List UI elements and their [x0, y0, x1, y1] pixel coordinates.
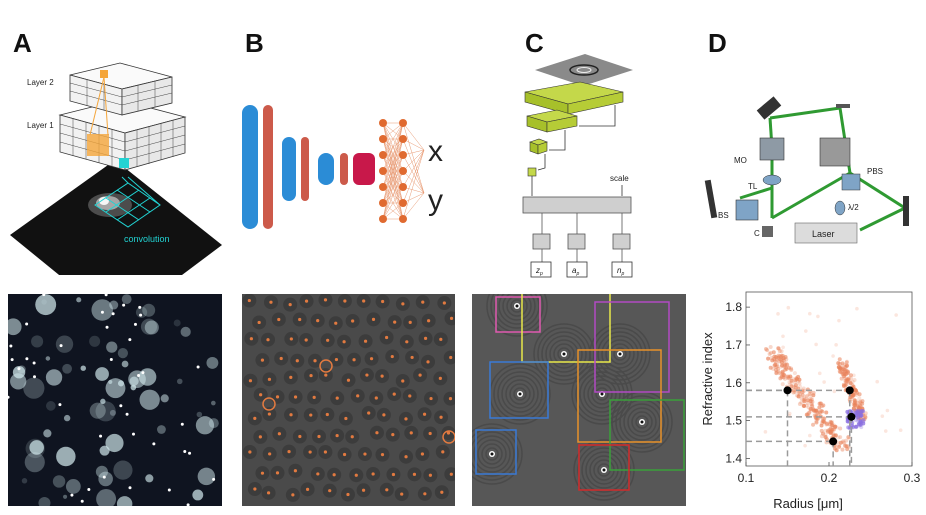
output-head-n: [612, 233, 631, 250]
output-z-label: zp: [535, 266, 543, 277]
halfwave-label: λ/2: [848, 203, 859, 212]
sample-stage: [819, 137, 851, 167]
output-x-label: x: [428, 135, 443, 168]
network-node: [399, 167, 407, 175]
detection-circle: [262, 397, 276, 411]
network-node: [379, 151, 387, 159]
fluorescence-image: [8, 294, 222, 506]
network-node: [379, 119, 387, 127]
feature-block-4: [527, 167, 537, 177]
x-tick-label: 0.2: [821, 471, 838, 485]
highlight-point: [847, 412, 856, 421]
output-head-a: [567, 233, 586, 250]
region-box-purple: [594, 301, 670, 393]
panel-letter-a: A: [13, 28, 32, 58]
beam-splitter: [735, 199, 759, 221]
network-node: [399, 215, 407, 223]
scale-label: scale: [610, 174, 629, 183]
panel-letter-b: B: [245, 28, 264, 58]
hologram-image: [472, 294, 686, 506]
output-head-z: [532, 233, 551, 250]
y-tick-label: 1.6: [725, 376, 742, 390]
network-node: [379, 135, 387, 143]
highlight-point: [829, 437, 838, 446]
detection-circle: [319, 359, 333, 373]
bs-label: BS: [718, 211, 729, 220]
polarizing-beam-splitter: [841, 173, 861, 191]
mirror-right: [903, 196, 909, 226]
convolution-label: convolution: [124, 234, 170, 244]
laser-source: [794, 222, 858, 244]
halfwave-plate: [834, 200, 846, 216]
output-n-label: np: [617, 266, 624, 277]
network-node: [399, 199, 407, 207]
mirror-top: [756, 96, 782, 120]
optical-setup-diagram: MO TL PBS BS C λ/2 Laser: [704, 96, 909, 244]
output-a-label: ap: [572, 266, 579, 277]
network-node: [399, 119, 407, 127]
feature-block-2: [526, 109, 578, 133]
panel-letter-d: D: [708, 28, 727, 58]
pbs-label: PBS: [867, 167, 883, 176]
layer1-block: [58, 99, 187, 171]
x-axis-label: Radius [μm]: [773, 496, 843, 511]
convolution-grid: [94, 176, 161, 228]
cnn-layer-diagram: convolution Layer 1 Layer 2: [10, 62, 222, 275]
x-tick-label: 0.3: [904, 471, 921, 485]
highlight-point: [783, 386, 792, 395]
tl-label: TL: [748, 182, 758, 191]
layer2-block: [69, 62, 173, 116]
y-tick-label: 1.7: [725, 338, 742, 352]
network-node: [399, 151, 407, 159]
network-node: [399, 183, 407, 191]
tube-lens: [762, 174, 782, 186]
detection-circle: [442, 430, 455, 444]
x-tick-label: 0.1: [738, 471, 755, 485]
refractive-index-chart: 1.4 1.5 1.6 1.7 1.8 0.1 0.2 0.3 Radius [μm] Re…: [700, 291, 921, 511]
laser-label: Laser: [812, 229, 835, 239]
mirror-left: [704, 179, 718, 219]
c-label: C: [754, 229, 760, 238]
input-image-plane: [10, 160, 222, 275]
network-node: [379, 167, 387, 175]
y-tick-label: 1.5: [725, 414, 742, 428]
microscope-objective: [759, 137, 785, 161]
region-box-green: [609, 399, 685, 471]
feature-block-3: [529, 138, 548, 155]
detection-image: [242, 294, 455, 506]
panel-letter-c: C: [525, 28, 544, 58]
feature-block-1: [524, 81, 624, 115]
network-node: [379, 183, 387, 191]
output-y-label: y: [428, 184, 443, 217]
highlight-point: [845, 386, 854, 395]
hologram-input: [535, 54, 633, 86]
layer1-label: Layer 1: [27, 121, 54, 130]
region-box-yellow: [521, 294, 611, 363]
y-tick-label: 1.8: [725, 300, 742, 314]
pipeline-diagram: scale zp ap np: [522, 54, 633, 278]
region-box-blue: [489, 361, 549, 419]
network-node: [379, 199, 387, 207]
region-box-pink: [495, 296, 541, 333]
mo-label: MO: [734, 156, 747, 165]
network-node: [379, 215, 387, 223]
camera: [762, 226, 773, 237]
y-axis-label: Refractive index: [700, 332, 715, 426]
region-box-red: [578, 444, 630, 491]
y-tick-label: 1.4: [725, 451, 742, 465]
region-box-orange: [577, 349, 662, 443]
network-diagram: x y: [242, 105, 443, 229]
layer2-label: Layer 2: [27, 78, 54, 87]
dense-layer: [522, 196, 632, 214]
network-node: [399, 135, 407, 143]
plot-area: [745, 291, 913, 467]
region-box-blue-small: [475, 429, 517, 475]
